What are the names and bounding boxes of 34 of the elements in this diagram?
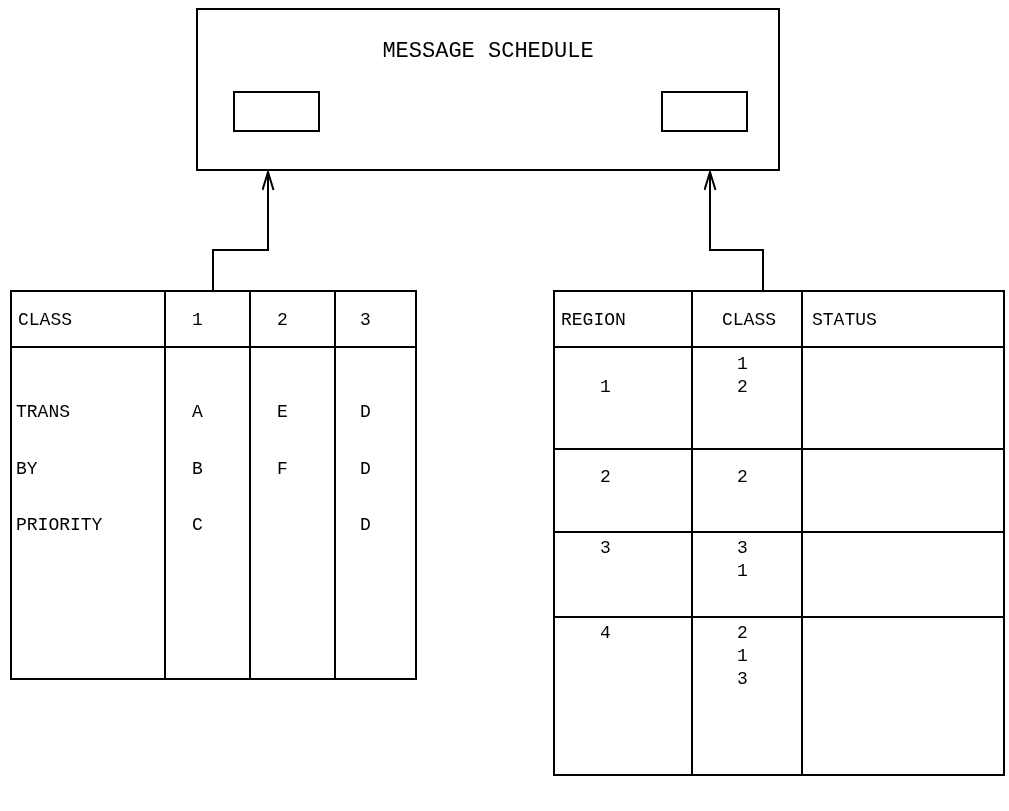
table-entry: B: [192, 458, 203, 481]
table-entry: 3: [600, 537, 611, 560]
data-table: [553, 290, 1005, 776]
table-entry: D: [360, 458, 371, 481]
table-entry: 2: [737, 466, 748, 489]
table-entry: 3 1: [737, 537, 749, 583]
table-entry: TRANS: [16, 401, 70, 424]
empty-slot: [661, 91, 748, 132]
table-entry: F: [277, 458, 288, 481]
schedule-box: [196, 8, 780, 171]
table-entry: D: [360, 514, 371, 537]
column-header: 2: [277, 309, 288, 332]
column-header: CLASS: [18, 309, 72, 332]
table-entry: A: [192, 401, 203, 424]
table-entry: 1: [600, 376, 611, 399]
column-header: 1: [192, 309, 203, 332]
table-entry: 2 1 3: [737, 622, 749, 691]
column-header: STATUS: [812, 309, 877, 332]
table-entry: 4: [600, 622, 611, 645]
box-title: MESSAGE SCHEDULE: [381, 38, 595, 65]
column-header: CLASS: [722, 309, 776, 332]
table-entry: PRIORITY: [16, 514, 103, 537]
table-entry: 2: [600, 466, 611, 489]
column-header: REGION: [561, 309, 626, 332]
empty-slot: [233, 91, 320, 132]
connector-arrow: [703, 171, 764, 291]
table-entry: E: [277, 401, 288, 424]
table-entry: 1 2: [737, 353, 749, 399]
table-entry: C: [192, 514, 203, 537]
connector-arrow: [212, 171, 275, 291]
column-header: 3: [360, 309, 371, 332]
data-table: [10, 290, 417, 680]
table-entry: BY: [16, 458, 38, 481]
table-entry: D: [360, 401, 371, 424]
